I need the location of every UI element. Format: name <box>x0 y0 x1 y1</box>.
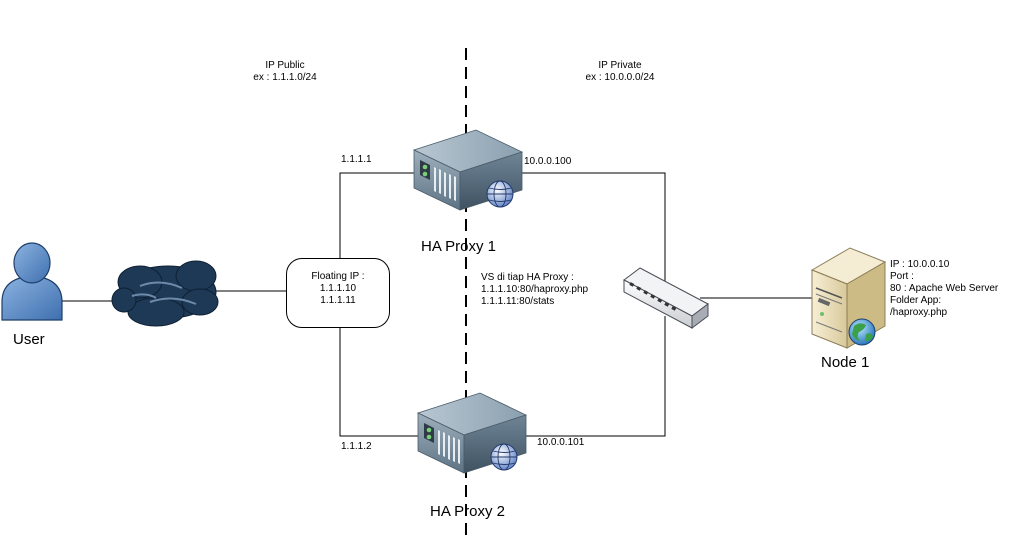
globe-icon <box>490 443 518 471</box>
public-zone-subnet: ex : 1.1.1.0/24 <box>253 72 317 83</box>
link-floating-proxy2 <box>339 327 424 437</box>
node-info-line: 80 : Apache Web Server <box>890 283 999 294</box>
vs-line: 1.1.1.11:80/stats <box>481 296 555 307</box>
public-zone-label: IP Public ex : 1.1.1.0/24 <box>230 60 340 84</box>
globe-icon <box>848 318 876 346</box>
node-info-line: Port : <box>890 271 914 282</box>
floating-ip-box: Floating IP : 1.1.1.10 1.1.1.11 <box>286 258 390 328</box>
ha-proxy-1-server-icon <box>413 129 523 211</box>
node-info: IP : 10.0.0.10 Port : 80 : Apache Web Se… <box>890 259 998 319</box>
node-info-line: Folder App: <box>890 295 942 306</box>
proxy2-public-ip: 1.1.1.2 <box>341 441 372 452</box>
private-zone-subnet: ex : 10.0.0.0/24 <box>585 72 655 83</box>
floating-ip-address: 1.1.1.10 <box>319 283 357 294</box>
vs-line: VS di tiap HA Proxy : <box>481 272 574 283</box>
node-info-line: /haproxy.php <box>890 307 948 318</box>
user-icon <box>1 242 63 321</box>
floating-ip-title: Floating IP : <box>311 271 365 282</box>
switch-icon <box>623 267 709 329</box>
user-label: User <box>13 331 45 348</box>
vs-line: 1.1.1.10:80/haproxy.php <box>481 284 589 295</box>
link-floating-proxy1 <box>339 172 420 259</box>
node-info-line: IP : 10.0.0.10 <box>890 259 950 270</box>
globe-icon <box>486 180 514 208</box>
proxy1-label: HA Proxy 1 <box>421 238 497 255</box>
private-zone-title: IP Private <box>598 60 642 71</box>
cloud-icon <box>111 260 219 327</box>
link-proxy2-switch <box>521 316 666 437</box>
node-label: Node 1 <box>821 354 870 371</box>
floating-ip-address: 1.1.1.11 <box>320 295 356 306</box>
ha-proxy-2-server-icon <box>417 392 527 474</box>
web-server-icon <box>810 247 887 349</box>
virtual-server-note: VS di tiap HA Proxy : 1.1.1.10:80/haprox… <box>481 272 588 308</box>
proxy1-public-ip: 1.1.1.1 <box>341 154 372 165</box>
proxy2-label: HA Proxy 2 <box>430 503 506 520</box>
proxy2-private-ip: 10.0.0.101 <box>537 437 585 448</box>
proxy1-private-ip: 10.0.0.100 <box>524 156 572 167</box>
link-proxy1-switch <box>518 172 666 284</box>
connections <box>62 172 812 437</box>
private-zone-label: IP Private ex : 10.0.0.0/24 <box>560 60 680 84</box>
public-zone-title: IP Public <box>265 60 305 71</box>
